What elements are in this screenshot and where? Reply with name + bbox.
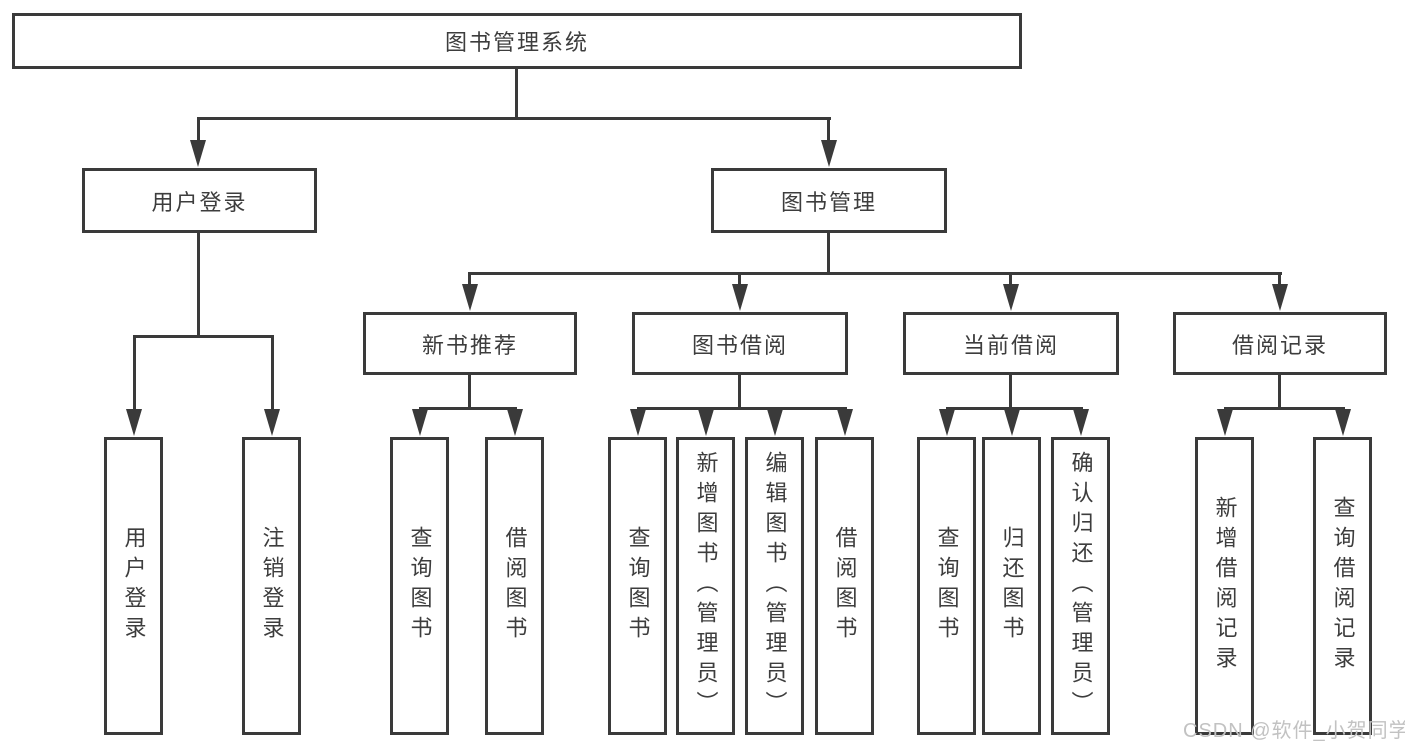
arrow-down-icon bbox=[190, 140, 206, 167]
leaf-borrowing-query-books: 查询图书 bbox=[608, 437, 667, 735]
arrow-down-icon bbox=[732, 284, 748, 311]
arrow-down-icon bbox=[1073, 409, 1089, 436]
node-book-borrowing: 图书借阅 bbox=[632, 312, 848, 375]
connector-root-stem bbox=[515, 68, 518, 118]
connector-drop bbox=[133, 335, 136, 412]
arrow-down-icon bbox=[462, 284, 478, 311]
connector-user-login-drop bbox=[197, 117, 200, 143]
connector-current-stem bbox=[1009, 375, 1012, 409]
connector-drop bbox=[1009, 272, 1012, 288]
connector-records-hline bbox=[1224, 407, 1345, 410]
arrow-down-icon bbox=[507, 409, 523, 436]
connector-user-login-stem bbox=[197, 233, 200, 338]
arrow-down-icon bbox=[767, 409, 783, 436]
connector-drop bbox=[271, 335, 274, 412]
connector-book-management-drop bbox=[827, 117, 830, 143]
leaf-recommend-borrow-books: 借阅图书 bbox=[485, 437, 544, 735]
node-borrowing-records: 借阅记录 bbox=[1173, 312, 1387, 375]
leaf-borrowing-borrow-books: 借阅图书 bbox=[815, 437, 874, 735]
connector-drop bbox=[468, 272, 471, 288]
arrow-down-icon bbox=[412, 409, 428, 436]
arrow-down-icon bbox=[1272, 284, 1288, 311]
connector-drop bbox=[738, 272, 741, 288]
arrow-down-icon bbox=[1004, 409, 1020, 436]
arrow-down-icon bbox=[837, 409, 853, 436]
leaf-current-confirm-return-admin: 确认归还（管理员） bbox=[1051, 437, 1110, 735]
node-new-book-recommend: 新书推荐 bbox=[363, 312, 577, 375]
leaf-recommend-query-books: 查询图书 bbox=[390, 437, 449, 735]
arrow-down-icon bbox=[264, 409, 280, 436]
node-current-borrowing: 当前借阅 bbox=[903, 312, 1119, 375]
node-book-management: 图书管理 bbox=[711, 168, 947, 233]
connector-borrowing-stem bbox=[738, 375, 741, 409]
leaf-records-add-record: 新增借阅记录 bbox=[1195, 437, 1254, 735]
connector-book-management-hline bbox=[469, 272, 1282, 275]
connector-user-login-hline bbox=[133, 335, 274, 338]
leaf-user-login: 用户登录 bbox=[104, 437, 163, 735]
arrow-down-icon bbox=[1335, 409, 1351, 436]
arrow-down-icon bbox=[630, 409, 646, 436]
arrow-down-icon bbox=[126, 409, 142, 436]
connector-borrowing-hline bbox=[637, 407, 847, 410]
arrow-down-icon bbox=[939, 409, 955, 436]
node-user-login: 用户登录 bbox=[82, 168, 317, 233]
connector-recommend-stem bbox=[468, 375, 471, 409]
arrow-down-icon bbox=[821, 140, 837, 167]
csdn-watermark: CSDN @软件_小贺同学 bbox=[1183, 720, 1405, 742]
connector-drop bbox=[1278, 272, 1281, 288]
leaf-current-query-books: 查询图书 bbox=[917, 437, 976, 735]
leaf-records-query-record: 查询借阅记录 bbox=[1313, 437, 1372, 735]
leaf-current-return-books: 归还图书 bbox=[982, 437, 1041, 735]
arrow-down-icon bbox=[1003, 284, 1019, 311]
connector-root-hline bbox=[197, 117, 831, 120]
connector-current-hline bbox=[946, 407, 1083, 410]
arrow-down-icon bbox=[698, 409, 714, 436]
leaf-borrowing-add-books-admin: 新增图书（管理员） bbox=[676, 437, 735, 735]
node-library-management-system: 图书管理系统 bbox=[12, 13, 1022, 69]
connector-records-stem bbox=[1278, 375, 1281, 409]
leaf-borrowing-edit-books-admin: 编辑图书（管理员） bbox=[745, 437, 804, 735]
connector-book-management-stem bbox=[827, 233, 830, 275]
leaf-logout: 注销登录 bbox=[242, 437, 301, 735]
arrow-down-icon bbox=[1217, 409, 1233, 436]
connector-recommend-hline bbox=[419, 407, 517, 410]
